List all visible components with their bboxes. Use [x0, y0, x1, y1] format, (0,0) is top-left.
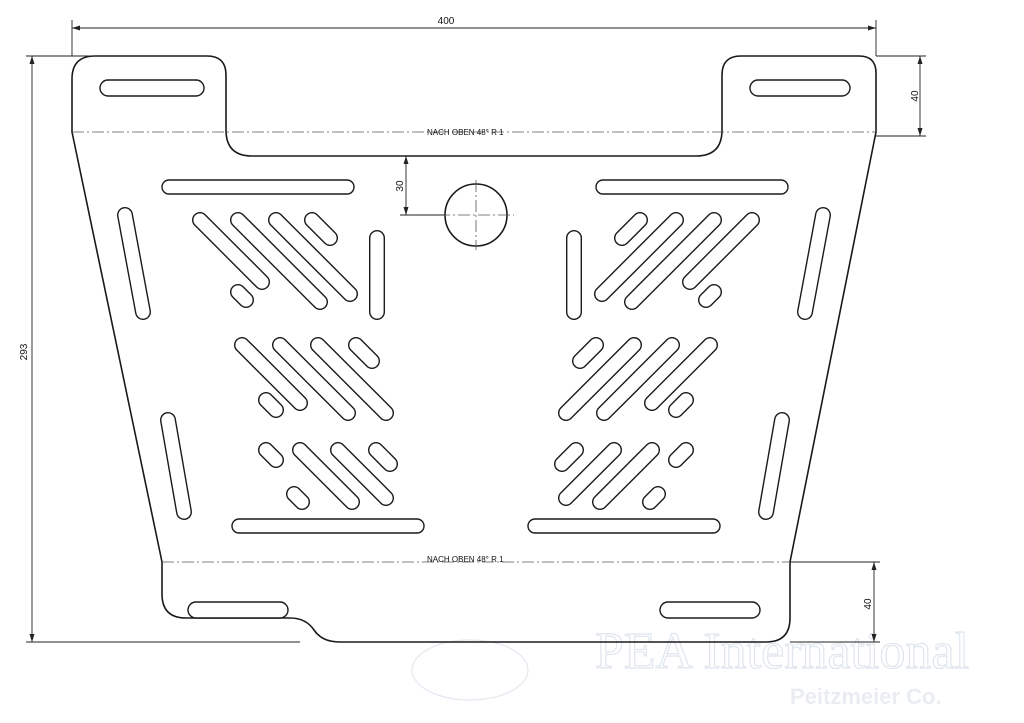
- dim-hole-offset-label: 30: [395, 180, 406, 192]
- diagonal-slot: [699, 285, 721, 307]
- diagonal-slot: [615, 213, 647, 245]
- diagonal-slot: [559, 443, 621, 505]
- diagonal-slot: [643, 487, 665, 509]
- diagonal-slot: [593, 443, 659, 509]
- diagonal-slot: [645, 338, 717, 410]
- diagonal-slot: [269, 213, 357, 301]
- diagonal-slots-right: [554, 212, 760, 510]
- diagonal-slot: [369, 443, 397, 471]
- dim-overall-width-label: 400: [438, 16, 455, 27]
- diagonal-slot: [311, 338, 393, 420]
- dim-hole-offset: 30: [395, 155, 444, 216]
- diagonal-slot: [273, 338, 355, 420]
- dim-overall-height-label: 293: [19, 343, 30, 360]
- plate-outline: [71, 55, 877, 643]
- diagonal-slot: [231, 285, 253, 307]
- diagonal-slot: [193, 213, 269, 289]
- diagonal-slot: [349, 338, 379, 368]
- long-slot-top-right: [595, 179, 789, 195]
- bottom-bend-note: NACH OBEN 48° R 1: [427, 555, 504, 564]
- watermark: PEA International Peitzmeier Co.: [411, 622, 970, 709]
- mount-slot-top-right: [749, 79, 851, 97]
- diagonal-slot: [559, 338, 641, 420]
- dim-overall-height: 293: [19, 55, 300, 643]
- mount-slot-top-left: [99, 79, 205, 97]
- long-slot-bottom-left: [231, 518, 425, 534]
- diagonal-slots-left: [192, 212, 398, 510]
- diagonal-slot: [625, 213, 721, 309]
- diagonal-slot: [669, 443, 693, 467]
- diagonal-slot: [669, 393, 693, 417]
- watermark-logo-icon: [411, 639, 529, 701]
- dim-bottom-tab-label: 40: [863, 598, 874, 610]
- long-slot-top-left: [161, 179, 355, 195]
- diagonal-slot: [231, 213, 327, 309]
- diagonal-slot: [331, 443, 393, 505]
- watermark-line1: PEA International: [595, 623, 969, 680]
- diagonal-slot: [259, 393, 283, 417]
- diagonal-slot: [597, 338, 679, 420]
- diagonal-slot: [573, 338, 603, 368]
- diagonal-slot: [555, 443, 583, 471]
- top-bend-note: NACH OBEN 48° R 1: [427, 128, 504, 137]
- diagonal-slot: [305, 213, 337, 245]
- watermark-line2: Peitzmeier Co.: [790, 684, 942, 709]
- long-slot-bottom-right: [527, 518, 721, 534]
- diagonal-slot: [235, 338, 307, 410]
- diagonal-slot: [683, 213, 759, 289]
- diagonal-slot: [259, 443, 283, 467]
- side-slots: [117, 207, 831, 520]
- diagonal-slot: [287, 487, 309, 509]
- dim-top-tab: 40: [876, 55, 926, 137]
- dim-top-tab-label: 40: [910, 90, 921, 102]
- dim-bottom-tab: 40: [790, 561, 880, 643]
- mount-slot-bottom-right: [659, 601, 761, 619]
- dim-overall-width: 400: [71, 16, 877, 56]
- diagonal-slot: [595, 213, 683, 301]
- mount-slot-bottom-left: [187, 601, 289, 619]
- diagonal-slot: [293, 443, 359, 509]
